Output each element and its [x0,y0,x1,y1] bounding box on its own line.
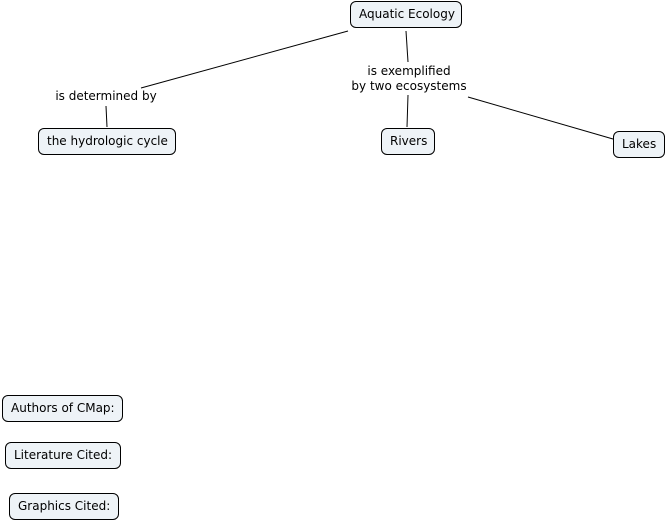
linking-phrase-exemplified[interactable]: is exemplified by two ecosystems [348,64,470,94]
concept-graphics-cited[interactable]: Graphics Cited: [9,493,119,520]
linking-phrase-exemplified-line2: by two ecosystems [351,79,467,93]
concept-literature-cited[interactable]: Literature Cited: [5,442,121,469]
concept-hydrologic-cycle-label: the hydrologic cycle [47,134,168,148]
concept-authors-label: Authors of CMap: [11,401,115,415]
linking-phrase-exemplified-line1: is exemplified [367,64,451,78]
linking-phrase-determined-by[interactable]: is determined by [53,89,159,104]
concept-aquatic-ecology-label: Aquatic Ecology [359,7,455,21]
concept-hydrologic-cycle[interactable]: the hydrologic cycle [38,128,176,155]
concept-aquatic-ecology[interactable]: Aquatic Ecology [350,1,462,28]
linking-phrase-determined-by-label: is determined by [55,89,157,103]
link-aquatic-to-exemplified [405,30,409,63]
concept-lakes[interactable]: Lakes [613,131,665,158]
link-aquatic-to-determined [140,30,349,89]
concept-lakes-label: Lakes [622,137,657,151]
link-exemplified-to-lakes [467,96,614,140]
concept-rivers-label: Rivers [390,134,428,148]
concept-graphics-cited-label: Graphics Cited: [18,499,111,513]
link-exemplified-to-rivers [406,94,409,128]
concept-literature-cited-label: Literature Cited: [14,448,113,462]
concept-rivers[interactable]: Rivers [381,128,435,155]
concept-authors[interactable]: Authors of CMap: [2,395,123,422]
link-determined-to-hydrologic [105,105,108,128]
